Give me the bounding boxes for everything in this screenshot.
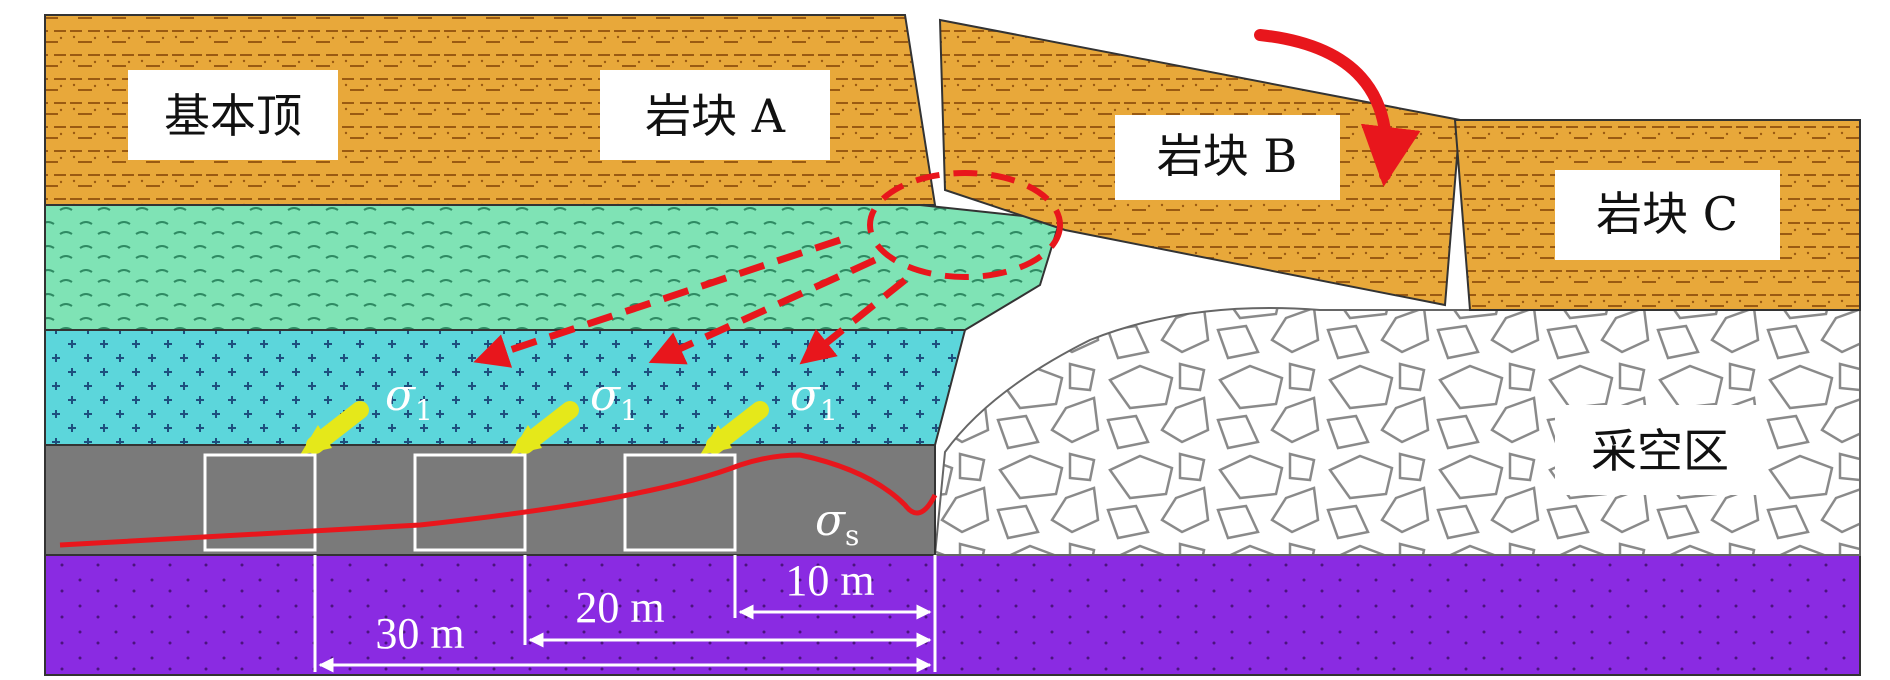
- sigma1-arrow-head: [700, 425, 732, 455]
- block-a-label: 岩块 A: [645, 89, 786, 143]
- hinge-ellipse: [867, 170, 1063, 280]
- block-c-label-box: [1555, 170, 1780, 260]
- sigma1-label: σ1: [590, 370, 638, 427]
- cyan-layer: [44, 329, 967, 446]
- stress-transfer-arrow: [799, 277, 908, 365]
- main-roof-label: 基本顶: [164, 89, 302, 143]
- block-b-label-box: [1115, 115, 1340, 200]
- floor-layer: [44, 554, 1861, 676]
- roadway-square: [623, 453, 737, 552]
- dimension-label-10m: 10 m: [785, 556, 874, 605]
- block-c-label: 岩块 C: [1596, 187, 1738, 241]
- rotation-arrow: [1254, 29, 1421, 187]
- stress-curve: [59, 452, 938, 548]
- sigma-s-label: σs: [815, 495, 859, 552]
- goaf-label: 采空区: [1591, 424, 1729, 478]
- main-roof-label-box: [128, 70, 338, 160]
- sigma1-label: σ1: [385, 370, 433, 427]
- sigma1-arrow-head: [510, 425, 542, 455]
- block-a-label-box: [600, 70, 830, 160]
- sigma1-label: σ1: [790, 370, 838, 427]
- dimension-label-20m: 20 m: [575, 583, 664, 632]
- stress-transfer-arrow: [473, 236, 842, 368]
- dimension-label-30m: 30 m: [375, 609, 464, 658]
- sigma1-arrow-head: [300, 425, 332, 455]
- roadway-square: [203, 453, 317, 552]
- stress-transfer-arrow: [648, 256, 877, 365]
- roadway-square: [413, 453, 527, 552]
- block-b-label: 岩块 B: [1157, 129, 1297, 183]
- goaf-label-box: [1555, 405, 1765, 495]
